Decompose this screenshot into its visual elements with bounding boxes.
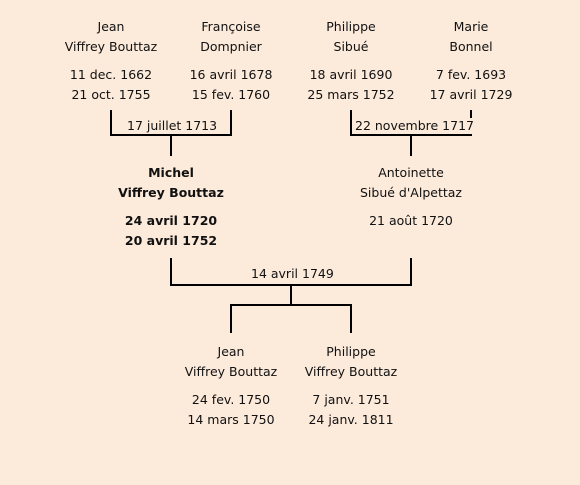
person-birth-date: 7 janv. 1751 — [312, 392, 390, 407]
person-given-name: Françoise — [201, 19, 261, 34]
person-death-date: 15 fev. 1760 — [191, 87, 271, 102]
person-given-name: Philippe — [326, 19, 376, 34]
person-antoinette-sibue-dalpettaz: Antoinette Sibué d'Alpettaz 21 août 1720 — [336, 163, 486, 231]
person-death-date: 20 avril 1752 — [124, 233, 218, 248]
person-marie-bonnel: Marie Bonnel 7 fev. 1693 17 avril 1729 — [396, 17, 546, 105]
person-michel-viffrey-bouttaz: Michel Viffrey Bouttaz 24 avril 1720 20 … — [96, 163, 246, 251]
person-birth-date: 21 août 1720 — [369, 213, 453, 228]
person-surname: Dompnier — [200, 39, 262, 54]
person-birth-date: 24 avril 1720 — [124, 213, 218, 228]
person-given-name: Jean — [97, 19, 125, 34]
person-death-date: 14 mars 1750 — [187, 412, 275, 427]
person-philippe-viffrey-bouttaz: Philippe Viffrey Bouttaz 7 janv. 1751 24… — [276, 342, 426, 430]
person-surname: Viffrey Bouttaz — [64, 39, 158, 54]
marriage-date-3: 14 avril 1749 — [249, 266, 336, 282]
person-birth-date: 18 avril 1690 — [309, 67, 393, 82]
person-jean-viffrey-bouttaz-1662: Jean Viffrey Bouttaz 11 dec. 1662 21 oct… — [36, 17, 186, 105]
person-given-name: Marie — [453, 19, 489, 34]
person-surname: Sibué d'Alpettaz — [360, 185, 462, 200]
person-given-name: Antoinette — [378, 165, 444, 180]
person-jean-viffrey-bouttaz-1750: Jean Viffrey Bouttaz 24 fev. 1750 14 mar… — [156, 342, 306, 430]
person-birth-date: 24 fev. 1750 — [191, 392, 271, 407]
person-given-name: Jean — [217, 344, 245, 359]
person-death-date: 21 oct. 1755 — [71, 87, 151, 102]
person-philippe-sibue: Philippe Sibué 18 avril 1690 25 mars 175… — [276, 17, 426, 105]
person-birth-date: 11 dec. 1662 — [69, 67, 153, 82]
marriage-date-1: 17 juillet 1713 — [125, 118, 220, 134]
person-surname: Viffrey Bouttaz — [304, 364, 398, 379]
person-death-date: 17 avril 1729 — [429, 87, 513, 102]
person-surname: Viffrey Bouttaz — [118, 185, 224, 200]
children-bar — [230, 304, 352, 333]
person-given-name: Philippe — [326, 344, 376, 359]
person-death-date: 25 mars 1752 — [307, 87, 395, 102]
person-surname: Sibué — [333, 39, 369, 54]
person-surname: Viffrey Bouttaz — [184, 364, 278, 379]
person-francoise-dompnier: Françoise Dompnier 16 avril 1678 15 fev.… — [156, 17, 306, 105]
person-death-date: 24 janv. 1811 — [308, 412, 394, 427]
person-birth-date: 7 fev. 1693 — [435, 67, 507, 82]
person-surname: Bonnel — [449, 39, 493, 54]
person-given-name: Michel — [148, 165, 194, 180]
person-birth-date: 16 avril 1678 — [189, 67, 273, 82]
marriage-date-2: 22 novembre 1717 — [353, 118, 476, 134]
